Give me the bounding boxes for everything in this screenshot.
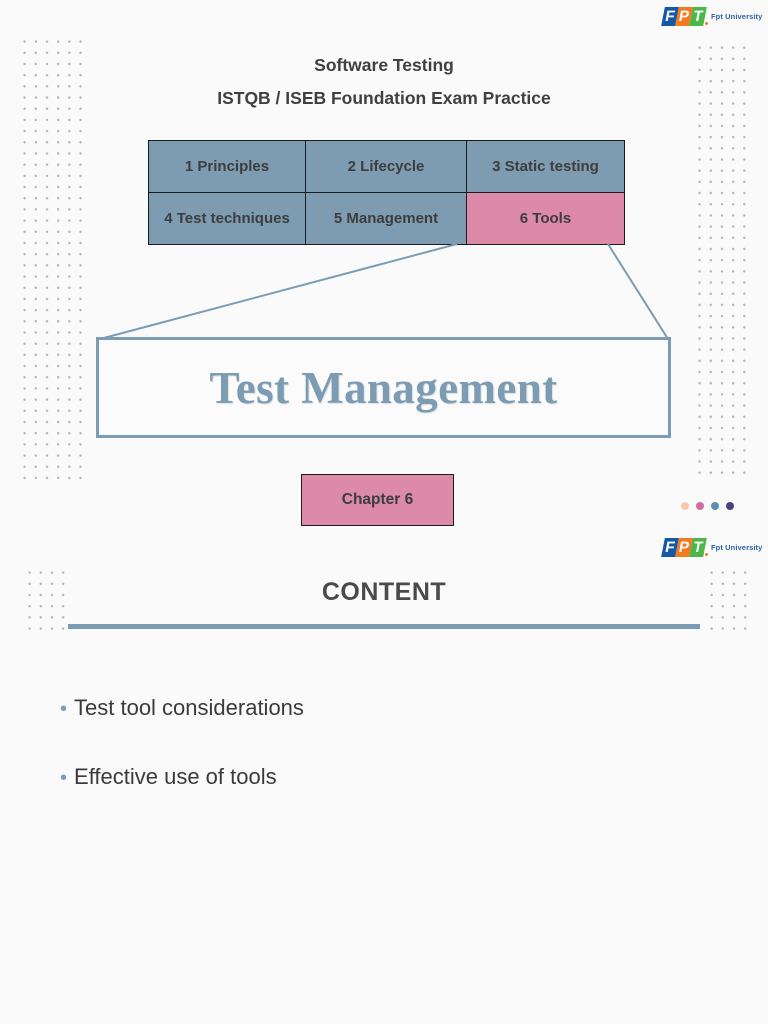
main-topic-box: Test Management	[96, 337, 671, 438]
table-row: 1 Principles 2 Lifecycle 3 Static testin…	[148, 140, 625, 193]
fpt-logo-wordmark: Fpt University	[711, 12, 763, 21]
color-dot-row	[681, 502, 734, 510]
color-dot-1-icon	[681, 502, 689, 510]
fpt-logo-dot-icon	[705, 22, 708, 25]
fpt-logo-dot-icon	[705, 553, 708, 556]
chapter-cell-1-principles[interactable]: 1 Principles	[148, 140, 306, 193]
color-dot-3-icon	[711, 502, 719, 510]
chapter-cell-4-test-techniques[interactable]: 4 Test techniques	[148, 192, 306, 245]
chapter-cell-2-lifecycle[interactable]: 2 Lifecycle	[305, 140, 467, 193]
list-item: • Effective use of tools	[60, 763, 680, 791]
color-dot-2-icon	[696, 502, 704, 510]
fpt-logo-letters: F P T	[661, 7, 708, 26]
color-dot-4-icon	[726, 502, 734, 510]
bullet-text: Effective use of tools	[74, 764, 277, 789]
fpt-university-logo-top: F P T Fpt University	[661, 7, 763, 26]
bullet-text: Test tool considerations	[74, 695, 304, 720]
chapter-cell-6-tools[interactable]: 6 Tools	[466, 192, 625, 245]
content-section-heading: CONTENT	[321, 578, 447, 606]
fpt-university-logo-middle: F P T Fpt University	[661, 538, 763, 557]
table-row: 4 Test techniques 5 Management 6 Tools	[148, 192, 625, 245]
content-divider	[68, 624, 700, 629]
page-title: Software Testing	[314, 55, 454, 75]
bullet-marker-icon: •	[60, 698, 68, 720]
list-item: • Test tool considerations	[60, 694, 680, 722]
chapter-cell-5-management[interactable]: 5 Management	[305, 192, 467, 245]
slide-title-block: Software Testing ISTQB / ISEB Foundation…	[0, 54, 768, 109]
fpt-logo-letters: F P T	[661, 538, 708, 557]
chapter-badge-label: Chapter 6	[341, 491, 414, 508]
page-subtitle: ISTQB / ISEB Foundation Exam Practice	[217, 88, 551, 108]
content-bullet-list: • Test tool considerations • Effective u…	[60, 694, 680, 832]
chapter-cell-3-static-testing[interactable]: 3 Static testing	[466, 140, 625, 193]
fpt-logo-wordmark: Fpt University	[711, 543, 763, 552]
chapter-badge: Chapter 6	[301, 474, 454, 526]
main-topic-title: Test Management	[209, 362, 558, 413]
chapter-map-table: 1 Principles 2 Lifecycle 3 Static testin…	[148, 140, 625, 245]
bullet-marker-icon: •	[60, 767, 68, 789]
